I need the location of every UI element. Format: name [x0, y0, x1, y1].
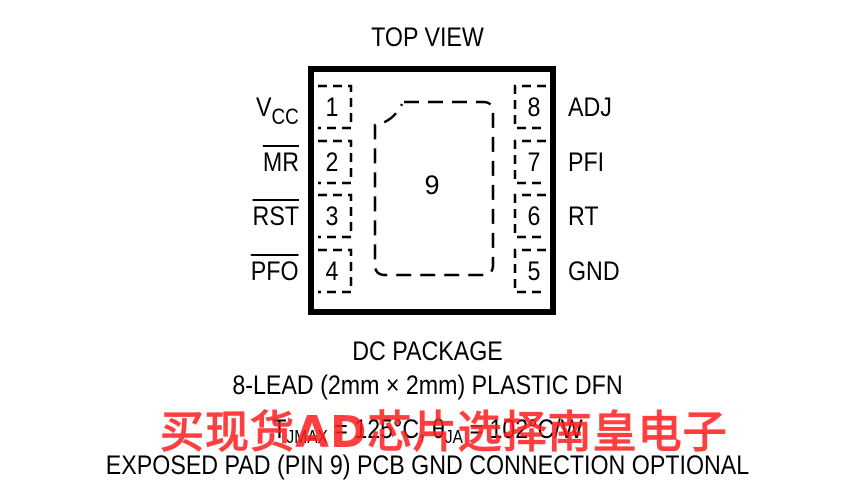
thermal-t: T: [272, 414, 287, 444]
pin-label-2: MR: [262, 147, 299, 177]
thermal-t-sub: JMAX: [286, 427, 328, 447]
pin-label-6: RT: [568, 201, 599, 231]
diagram-title: TOP VIEW: [371, 22, 484, 52]
thermal-t-value: = 125°C, θ: [327, 414, 445, 444]
exposed-pad-number: 9: [424, 170, 440, 200]
pin-label-8: ADJ: [568, 92, 612, 122]
pin-pad-5: [513, 248, 546, 294]
pin-number-5: 5: [527, 256, 541, 286]
package-description: 8-LEAD (2mm × 2mm) PLASTIC DFN: [232, 370, 623, 400]
pin-number-3: 3: [325, 201, 339, 231]
pin-pad-6: [513, 193, 546, 239]
thermal-theta-sub: JA: [444, 427, 464, 447]
pin-label-3: RST: [252, 201, 299, 231]
pin-pad-4: [318, 248, 353, 294]
watermark: 买现货AD芯片选择南皇电子: [160, 407, 728, 458]
pin-pad-7: [513, 139, 546, 185]
package-outline: [308, 66, 556, 315]
pin-label-1: VCC: [256, 94, 299, 128]
pin-label-4: PFO: [251, 256, 299, 286]
pin-number-4: 4: [325, 256, 339, 286]
pin-pad-8: [513, 84, 546, 130]
pin-number-6: 6: [527, 201, 541, 231]
exposed-pad-note: EXPOSED PAD (PIN 9) PCB GND CONNECTION O…: [105, 450, 750, 480]
thermal-theta-value: = 102°C/W: [463, 414, 583, 444]
exposed-pad-outline: [373, 100, 495, 277]
pin-number-2: 2: [325, 147, 339, 177]
pin-label-7: PFI: [568, 147, 605, 177]
pin-number-1: 1: [325, 92, 339, 122]
pin-pad-1: [318, 84, 353, 130]
pin-number-7: 7: [527, 147, 541, 177]
package-name: DC PACKAGE: [352, 336, 503, 366]
pin-pad-3: [318, 193, 353, 239]
pin-pad-2: [318, 139, 353, 185]
pin-label-1-main: V: [256, 92, 272, 122]
pin-number-8: 8: [527, 92, 541, 122]
thermal-spec: TJMAX = 125°C, θJA = 102°C/W: [60, 414, 795, 447]
pin-label-1-sub: CC: [271, 104, 299, 129]
pin-label-5: GND: [568, 256, 620, 286]
